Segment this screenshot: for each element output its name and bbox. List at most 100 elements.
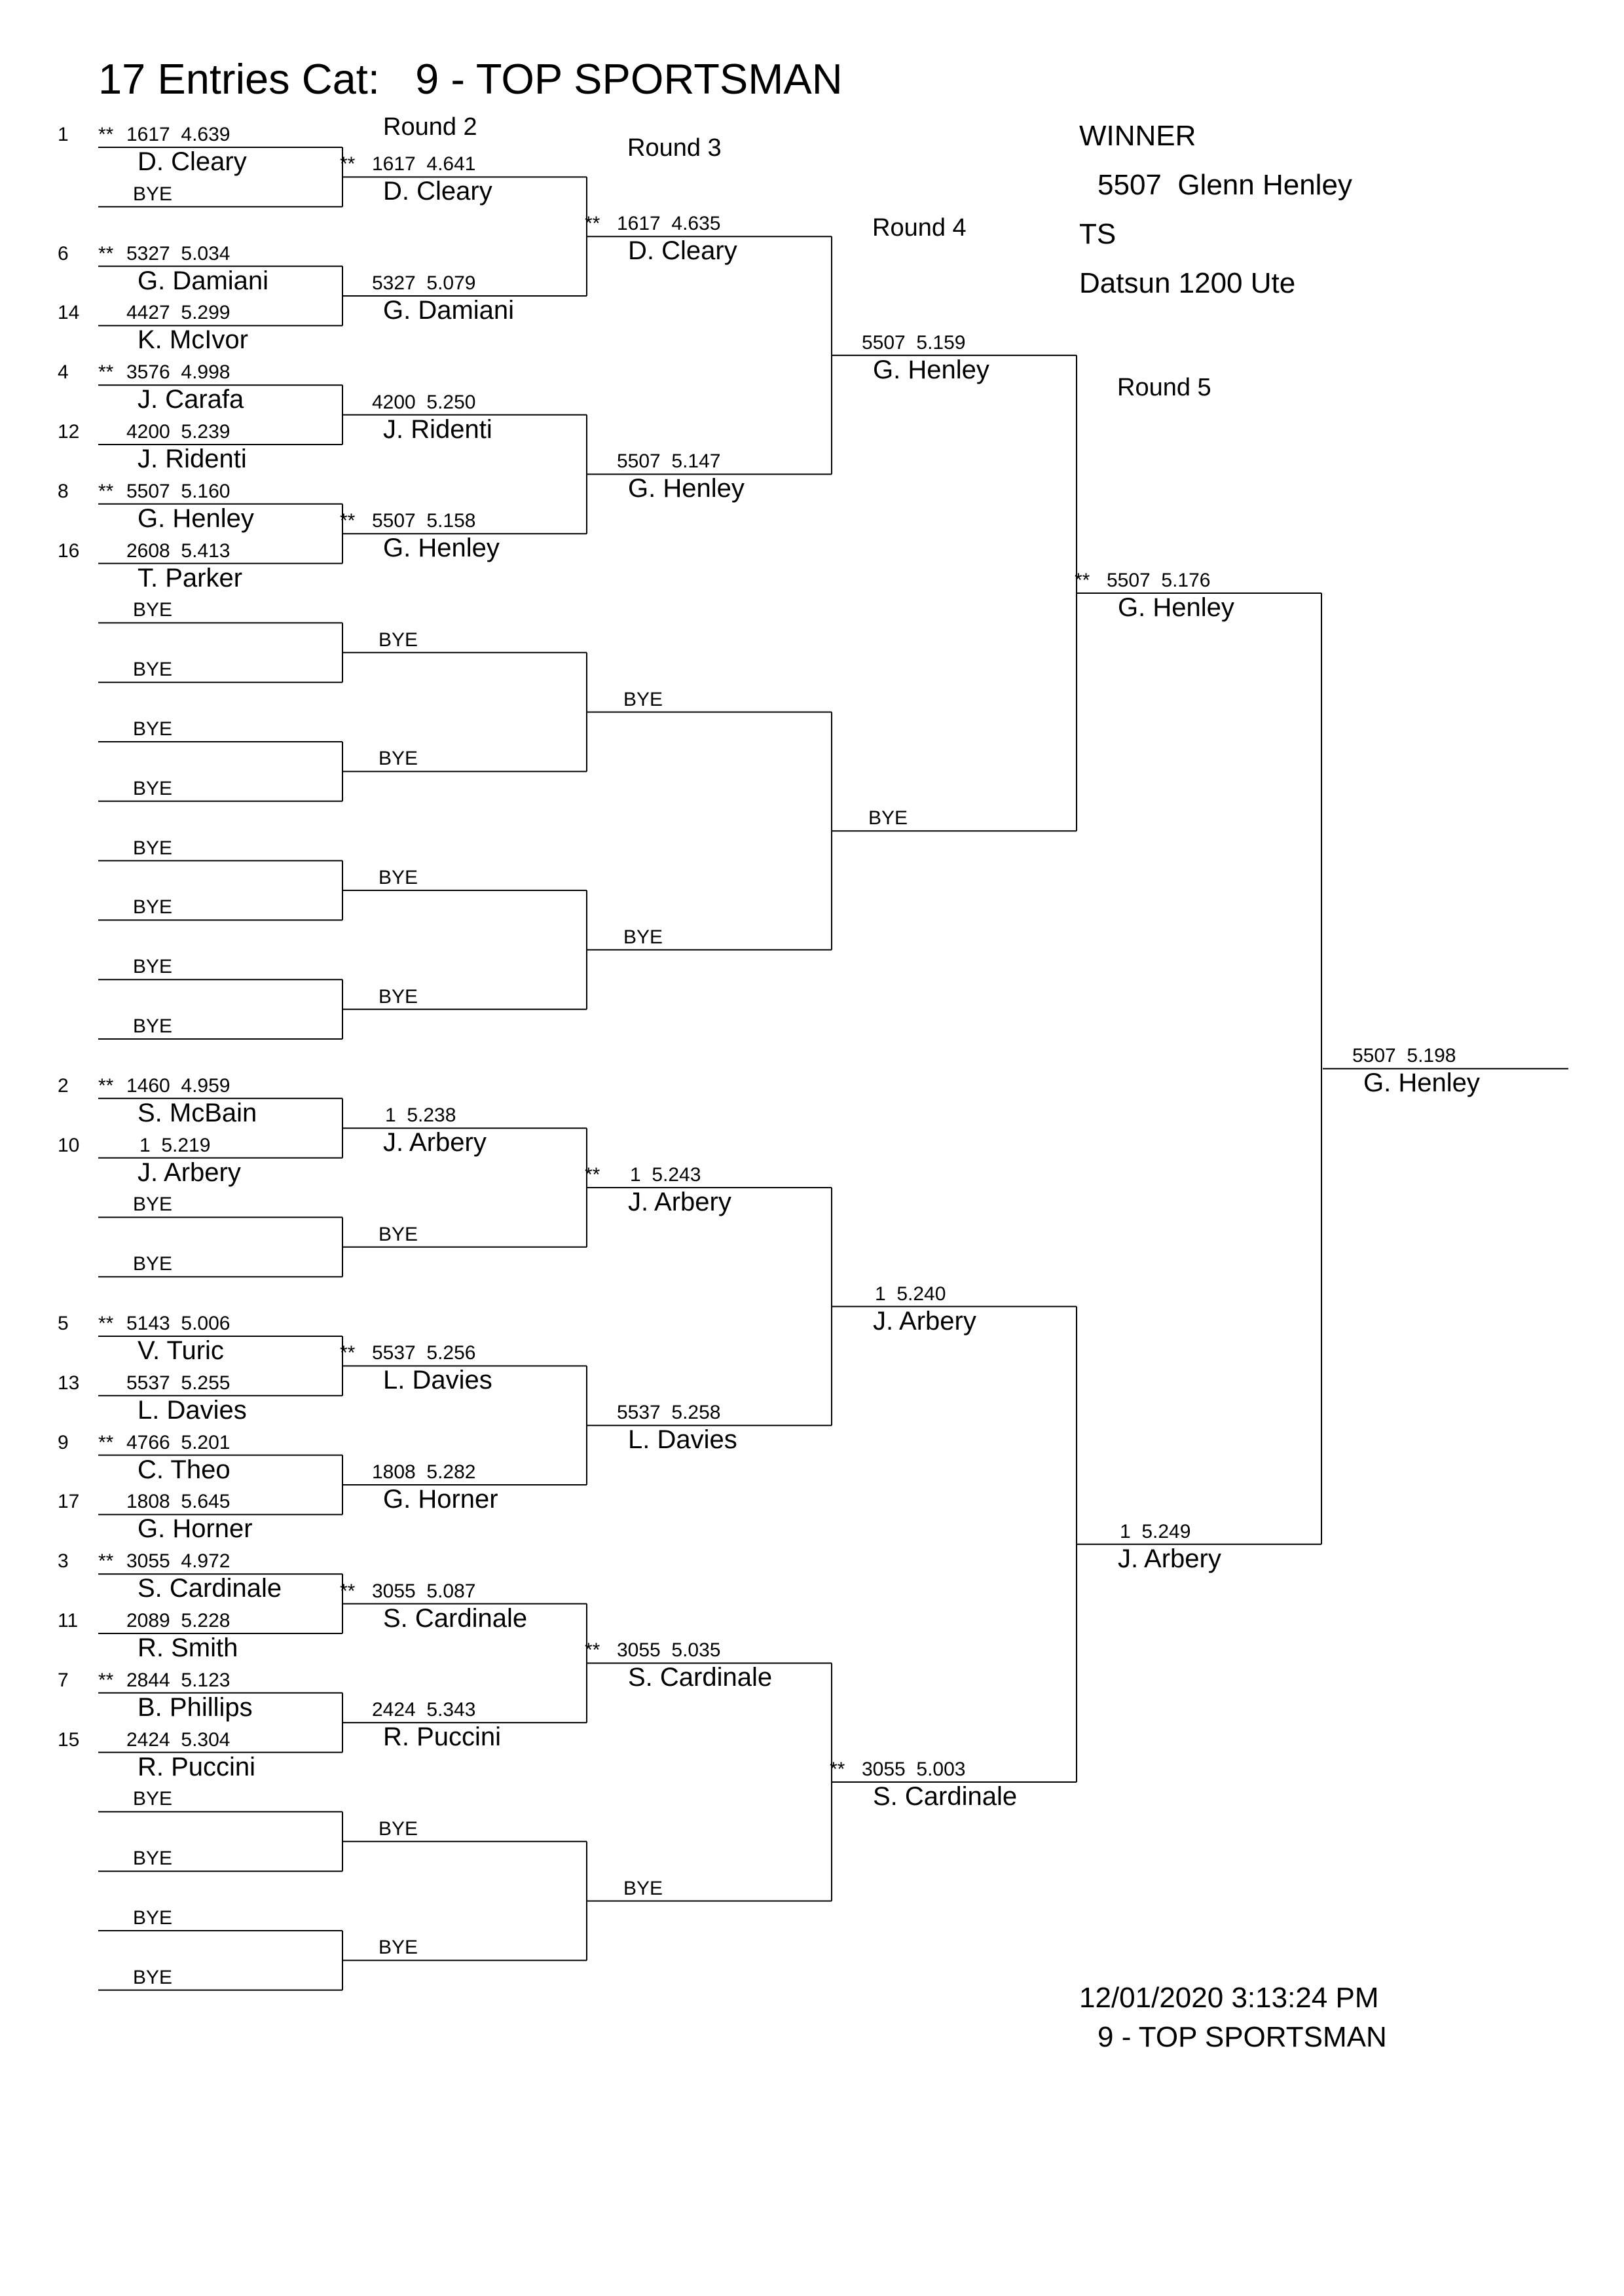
bye-label: BYE bbox=[133, 956, 173, 978]
winner-class: TS bbox=[1079, 218, 1116, 250]
bye-label: BYE bbox=[378, 985, 418, 1008]
seed-number: 13 bbox=[58, 1372, 80, 1394]
bye-label: BYE bbox=[133, 718, 173, 740]
fastest-marker: ** bbox=[585, 1164, 600, 1186]
entrant-name: G. Damiani bbox=[138, 266, 269, 295]
fastest-marker: ** bbox=[98, 1550, 114, 1573]
car-et: 5327 5.079 bbox=[372, 272, 476, 294]
entrant-name: L. Davies bbox=[383, 1366, 492, 1395]
entrant-name: S. Cardinale bbox=[873, 1782, 1018, 1811]
entrant-name: L. Davies bbox=[138, 1395, 247, 1425]
bye-label: BYE bbox=[133, 1966, 173, 1988]
car-et: 1808 5.282 bbox=[372, 1461, 476, 1483]
seed-number: 17 bbox=[58, 1491, 80, 1513]
entrant-name: D. Cleary bbox=[138, 147, 247, 176]
entrant-name: G. Henley bbox=[383, 534, 500, 563]
car-et: 1617 4.639 bbox=[126, 124, 231, 145]
bye-label: BYE bbox=[378, 867, 418, 888]
seed-number: 8 bbox=[58, 480, 69, 502]
seed-number: 12 bbox=[58, 421, 80, 443]
entrant-name: G. Henley bbox=[1363, 1068, 1480, 1098]
car-et: 1 5.249 bbox=[1120, 1520, 1191, 1542]
seed-number: 15 bbox=[58, 1728, 80, 1751]
fastest-marker: ** bbox=[830, 1758, 845, 1780]
seed-number: 11 bbox=[58, 1610, 79, 1631]
entrant-name: J. Carafa bbox=[138, 385, 244, 414]
bye-label: BYE bbox=[133, 1253, 173, 1275]
car-et: 2424 5.304 bbox=[126, 1728, 231, 1751]
entrant-name: C. Theo bbox=[138, 1455, 231, 1484]
fastest-marker: ** bbox=[1075, 570, 1090, 591]
fastest-marker: ** bbox=[98, 124, 114, 145]
seed-number: 2 bbox=[58, 1074, 69, 1097]
footer-datetime: 12/01/2020 3:13:24 PM bbox=[1079, 1982, 1379, 2014]
bye-label: BYE bbox=[133, 896, 173, 919]
winner-heading: WINNER bbox=[1079, 120, 1196, 152]
car-et: 2089 5.228 bbox=[126, 1610, 231, 1631]
bye-label: BYE bbox=[133, 183, 173, 205]
fastest-marker: ** bbox=[98, 1313, 114, 1334]
car-et: 5507 5.160 bbox=[126, 480, 231, 502]
fastest-marker: ** bbox=[585, 213, 600, 235]
car-et: 5507 5.147 bbox=[617, 450, 721, 473]
entrant-name: L. Davies bbox=[628, 1425, 737, 1455]
bye-label: BYE bbox=[623, 688, 663, 710]
entrant-name: J. Arbery bbox=[138, 1157, 241, 1187]
car-et: 1 5.240 bbox=[875, 1283, 946, 1305]
bye-label: BYE bbox=[623, 926, 663, 948]
entrant-name: S. Cardinale bbox=[138, 1574, 282, 1603]
round-5-label: Round 5 bbox=[1117, 374, 1211, 401]
bye-label: BYE bbox=[378, 629, 418, 651]
bye-label: BYE bbox=[378, 748, 418, 770]
car-et: 4200 5.239 bbox=[126, 421, 231, 443]
entrant-name: G. Henley bbox=[138, 503, 254, 533]
entrant-name: S. Cardinale bbox=[383, 1603, 528, 1633]
seed-number: 16 bbox=[58, 539, 80, 562]
seed-number: 10 bbox=[58, 1134, 80, 1156]
entrant-name: K. McIvor bbox=[138, 325, 248, 355]
car-et: 1617 4.635 bbox=[617, 213, 721, 235]
entrant-name: R. Puccini bbox=[383, 1722, 502, 1752]
entrant-name: J. Ridenti bbox=[138, 445, 247, 473]
winner-vehicle: Datsun 1200 Ute bbox=[1079, 267, 1296, 299]
fastest-marker: ** bbox=[98, 1074, 114, 1097]
bye-label: BYE bbox=[378, 1223, 418, 1245]
entrant-name: D. Cleary bbox=[383, 177, 492, 206]
seed-number: 9 bbox=[58, 1431, 69, 1453]
bye-label: BYE bbox=[133, 837, 173, 859]
car-et: 1460 4.959 bbox=[126, 1074, 231, 1097]
entrant-name: T. Parker bbox=[138, 563, 243, 592]
car-et: 4427 5.299 bbox=[126, 302, 231, 324]
fastest-marker: ** bbox=[340, 510, 356, 532]
seed-number: 7 bbox=[58, 1669, 69, 1691]
bye-label: BYE bbox=[868, 807, 908, 829]
entrant-name: D. Cleary bbox=[628, 236, 737, 266]
bye-label: BYE bbox=[133, 1788, 173, 1810]
seed-number: 3 bbox=[58, 1550, 69, 1573]
fastest-marker: ** bbox=[98, 1669, 114, 1691]
car-et: 3055 5.035 bbox=[617, 1639, 721, 1662]
fastest-marker: ** bbox=[340, 1342, 356, 1364]
car-et: 5507 5.198 bbox=[1352, 1045, 1456, 1067]
entrant-name: V. Turic bbox=[138, 1336, 224, 1365]
round-2-label: Round 2 bbox=[383, 113, 477, 141]
entrant-name: G. Henley bbox=[1118, 593, 1234, 622]
bye-label: BYE bbox=[133, 1848, 173, 1870]
car-et: 5537 5.256 bbox=[372, 1342, 476, 1364]
car-et: 5507 5.159 bbox=[862, 331, 966, 354]
car-et: 1617 4.641 bbox=[372, 153, 476, 175]
bye-label: BYE bbox=[378, 1817, 418, 1840]
entrant-name: J. Arbery bbox=[628, 1188, 731, 1216]
seed-number: 1 bbox=[58, 124, 69, 145]
car-et: 5537 5.258 bbox=[617, 1402, 721, 1424]
winner-entry: 5507 Glenn Henley bbox=[1098, 169, 1352, 201]
bye-label: BYE bbox=[378, 1937, 418, 1959]
car-et: 2424 5.343 bbox=[372, 1699, 476, 1721]
entrant-name: J. Arbery bbox=[383, 1128, 487, 1157]
car-et: 5537 5.255 bbox=[126, 1372, 231, 1394]
car-et: 5507 5.158 bbox=[372, 510, 476, 532]
car-et: 3576 4.998 bbox=[126, 361, 231, 384]
car-et: 2608 5.413 bbox=[126, 539, 231, 562]
fastest-marker: ** bbox=[98, 1431, 114, 1453]
